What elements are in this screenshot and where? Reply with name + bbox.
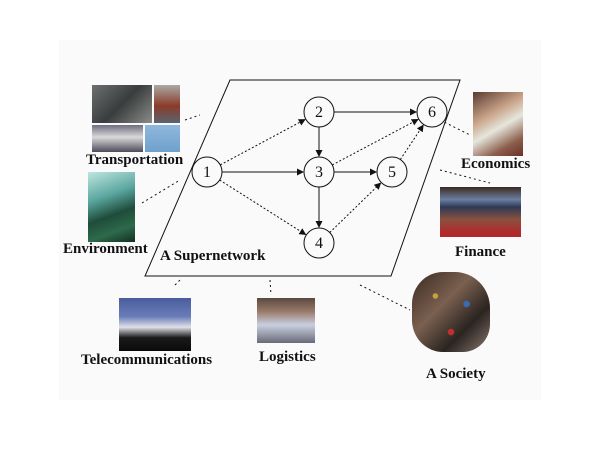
connector-transportation (184, 114, 201, 121)
node-label-1: 1 (203, 164, 211, 181)
transportation-photo-collage (92, 85, 180, 152)
label-economics: Economics (461, 156, 531, 172)
node-1 (191, 156, 223, 188)
label-telecommunications: Telecommunications (81, 352, 213, 368)
trading-floor-photo (440, 187, 521, 237)
edge-3-6 (332, 119, 419, 166)
connector-economics (439, 119, 471, 136)
node-6 (416, 96, 448, 128)
environment-lake-photo (88, 172, 135, 242)
connector-finance (439, 169, 491, 184)
connector-telecommunications (174, 279, 181, 286)
satellite-dishes-photo (119, 298, 191, 351)
label-society: A Society (426, 366, 486, 382)
warehouse-photo (257, 298, 315, 343)
edge-5-6 (399, 124, 424, 160)
supernetwork-plane (144, 79, 461, 277)
node-3 (303, 156, 335, 188)
connector-logistics (269, 279, 272, 296)
edge-1-4 (219, 179, 307, 235)
connector-society (359, 284, 411, 311)
crowd-photo (412, 272, 490, 352)
node-4 (303, 227, 335, 259)
node-label-4: 4 (315, 235, 323, 252)
node-5 (376, 156, 408, 188)
node-label-6: 6 (428, 104, 436, 121)
label-logistics: Logistics (259, 349, 316, 365)
label-transportation: Transportation (86, 152, 184, 168)
edge-1-2 (219, 119, 306, 166)
label-finance: Finance (455, 244, 506, 260)
connector-environment (141, 179, 181, 204)
label-environment: Environment (63, 241, 148, 257)
money-exchange-photo (473, 92, 523, 156)
node-label-2: 2 (315, 104, 323, 121)
node-2 (303, 96, 335, 128)
node-label-3: 3 (315, 164, 323, 181)
node-label-5: 5 (388, 164, 396, 181)
diagram-title: A Supernetwork (160, 248, 266, 264)
edge-4-5 (329, 182, 382, 233)
